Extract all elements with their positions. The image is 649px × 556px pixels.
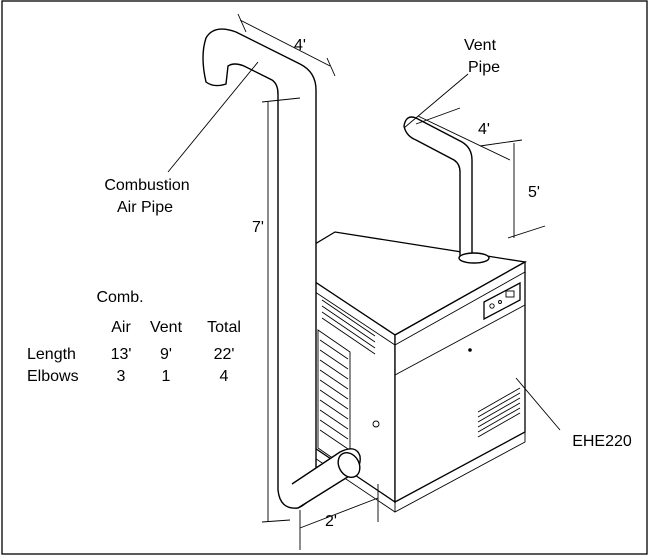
table-cell-length-vent: 9' <box>160 346 172 363</box>
dim-label-air-top: 4' <box>294 37 306 54</box>
table-cell-length-air: 13' <box>111 346 132 363</box>
control-panel <box>483 281 521 321</box>
dim-vent-rise <box>479 139 546 239</box>
air-pipe-inlet <box>337 451 361 479</box>
control-indicator <box>498 300 502 304</box>
vent-pipe-body <box>403 116 473 257</box>
cabinet-base <box>394 432 526 513</box>
table-row-label-elbows: Elbows <box>27 368 79 385</box>
cabinet-top-trim <box>284 271 526 346</box>
table-col-air: Air <box>111 319 131 336</box>
label-model: EHE220 <box>572 433 632 450</box>
side-upper-louvers <box>321 299 376 355</box>
front-screw <box>468 348 472 352</box>
air-pipe-top-elbow <box>202 28 317 95</box>
control-knob <box>489 303 495 309</box>
side-port <box>372 420 380 428</box>
dim-air-top <box>237 13 336 77</box>
front-louvers <box>477 387 521 438</box>
table-cell-elbows-total: 4 <box>220 368 229 385</box>
vent-pipe <box>403 116 490 264</box>
table-cell-elbows-vent: 1 <box>162 368 171 385</box>
dim-label-air-bottom: 2' <box>325 513 337 530</box>
dim-label-vent-rise: 5' <box>528 184 540 201</box>
dim-label-vent-top: 4' <box>478 121 490 138</box>
table-cell-length-total: 22' <box>214 346 235 363</box>
label-vent-line2: Pipe <box>468 59 500 76</box>
dim-vent-top <box>415 107 511 161</box>
side-grille-slats <box>319 339 349 450</box>
label-vent-line1: Vent <box>464 37 497 54</box>
label-combustion-line2: Air Pipe <box>117 199 173 216</box>
table-header-comb: Comb. <box>96 289 143 306</box>
vent-collar <box>458 252 490 264</box>
leader-model <box>515 377 561 431</box>
table-col-total: Total <box>207 319 241 336</box>
control-display <box>505 290 515 298</box>
leader-vent <box>403 73 469 129</box>
leader-combustion <box>167 61 259 173</box>
dim-label-air-drop: 7' <box>252 219 264 236</box>
table-cell-elbows-air: 3 <box>117 368 126 385</box>
combustion-air-pipe <box>202 28 361 509</box>
front-panel-separator <box>394 304 526 376</box>
length-elbow-table: Comb. Air Vent Total Length 13' 9' 22' E… <box>27 289 241 385</box>
air-pipe-vertical <box>277 90 317 509</box>
table-col-vent: Vent <box>150 319 183 336</box>
label-combustion-line1: Combustion <box>104 177 189 194</box>
dim-air-bottom <box>299 484 379 550</box>
dim-air-drop <box>261 97 301 523</box>
table-row-label-length: Length <box>27 346 76 363</box>
